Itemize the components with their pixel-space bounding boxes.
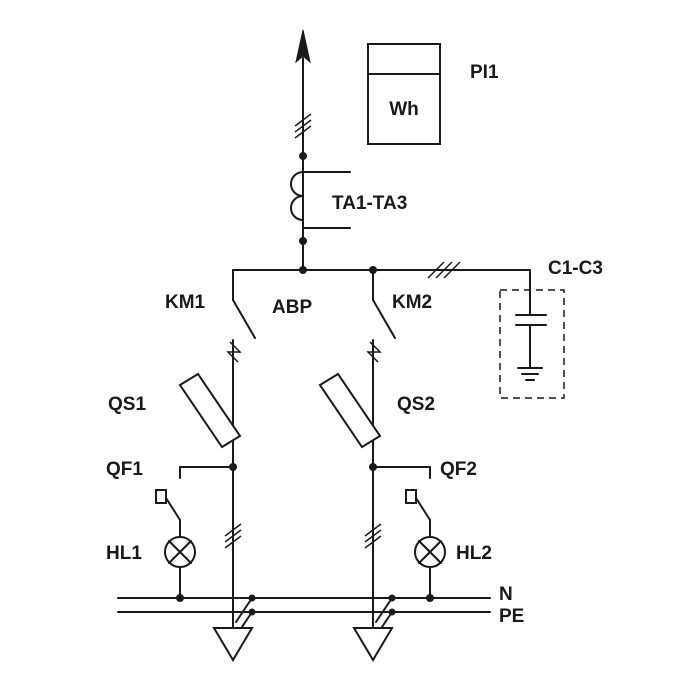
transfer-switch-label: АВР — [272, 297, 312, 318]
lamp-hl2-icon — [414, 536, 446, 568]
km2-label: KM2 — [392, 292, 432, 313]
outgoing-feeder-1 — [212, 597, 254, 662]
three-phase-mark — [294, 113, 312, 139]
contactor-km1 — [226, 269, 256, 369]
km1-label: KM1 — [165, 292, 206, 313]
qs2-label: QS2 — [397, 394, 435, 415]
qf2-label: QF2 — [440, 459, 477, 480]
capacitor-bank — [499, 289, 565, 399]
outgoing-phase-marks — [224, 523, 382, 549]
capacitor-phase-mark — [427, 261, 461, 279]
qf1-label: QF1 — [106, 459, 143, 480]
outgoing-feeder-2 — [352, 597, 394, 662]
signal-branch-left — [155, 466, 234, 602]
main-bus — [232, 261, 531, 316]
meter-label: PI1 — [470, 62, 499, 83]
lamp-hl1-icon — [164, 536, 196, 568]
meter-text: Wh — [389, 99, 419, 120]
n-bus-label: N — [499, 584, 513, 605]
switch-fuse-qs2 — [318, 367, 382, 641]
pe-bus-label: PE — [499, 606, 524, 627]
capacitor-label: C1-C3 — [548, 258, 603, 279]
arrow-up-icon — [295, 29, 311, 64]
ct-label: TA1-TA3 — [332, 193, 407, 214]
hl2-label: HL2 — [456, 543, 492, 564]
neutral-pe-buses — [117, 594, 491, 616]
switch-fuse-qs1 — [178, 367, 242, 641]
contactor-km2 — [366, 269, 396, 369]
main-feeder — [294, 29, 312, 271]
hl1-label: HL1 — [106, 543, 142, 564]
signal-branch-right — [372, 466, 446, 602]
qs1-label: QS1 — [108, 394, 146, 415]
energy-meter: Wh — [367, 43, 441, 145]
current-transformer — [290, 171, 351, 229]
